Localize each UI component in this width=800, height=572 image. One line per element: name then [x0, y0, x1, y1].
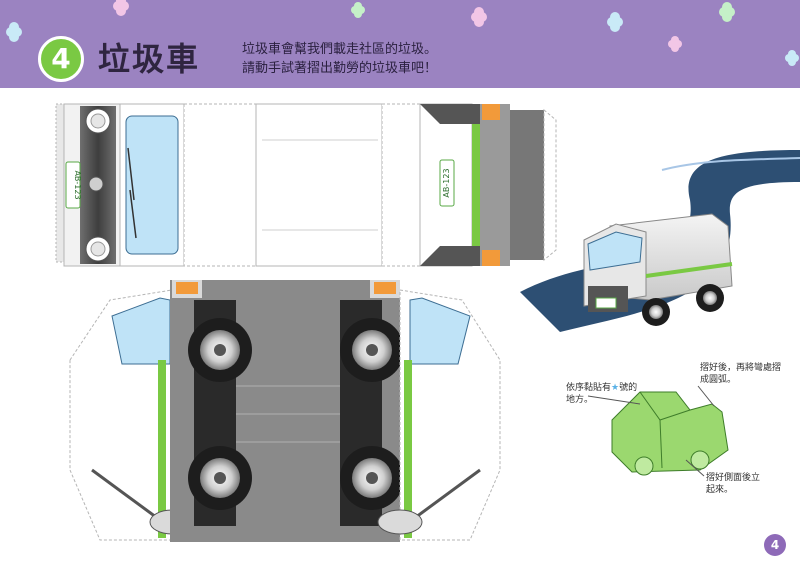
header-banner: [0, 0, 800, 88]
description: 垃圾車會幫我們載走社區的垃圾。 請動手試著摺出勤勞的垃圾車吧！: [242, 40, 437, 78]
page-number: 4: [764, 534, 786, 556]
instruction-step-1: 依序黏貼有★號的 地方。: [566, 383, 638, 405]
wheel-rear-right: [340, 446, 404, 510]
flower-clover-icon: [785, 50, 799, 66]
bottom-cutout-chassis: [69, 280, 501, 542]
step-number-badge: 4: [38, 36, 84, 82]
top-cutout-strip: AB-123 AB-123: [55, 103, 557, 267]
flower-clover-icon: [6, 22, 22, 42]
flower-clover-icon: [607, 12, 623, 32]
license-plate-rear: AB-123: [442, 168, 451, 197]
license-plate-front: AB-123: [73, 170, 82, 199]
instruction-step-3: 摺好側面後立 起來。: [706, 473, 761, 495]
flower-clover-icon: [113, 0, 129, 16]
flower-clover-icon: [471, 7, 487, 27]
wheel-front-left: [188, 318, 252, 382]
description-line-2: 請動手試著摺出勤勞的垃圾車吧！: [242, 61, 438, 76]
page-title: 垃圾車: [98, 40, 201, 78]
wheel-front-right: [340, 318, 404, 382]
flower-clover-icon: [668, 36, 682, 52]
flower-clover-icon: [719, 2, 735, 22]
folding-diagram: [587, 385, 729, 477]
flower-clover-icon: [351, 2, 365, 18]
instruction-step-2: 摺好後，再將彎處摺 成圓弧。: [700, 363, 782, 385]
clover-decorations: [6, 0, 799, 66]
assembled-truck-illustration: [520, 150, 800, 332]
description-line-1: 垃圾車會幫我們載走社區的垃圾。: [242, 42, 438, 57]
star-icon: ★: [611, 383, 620, 393]
wheel-rear-left: [188, 446, 252, 510]
